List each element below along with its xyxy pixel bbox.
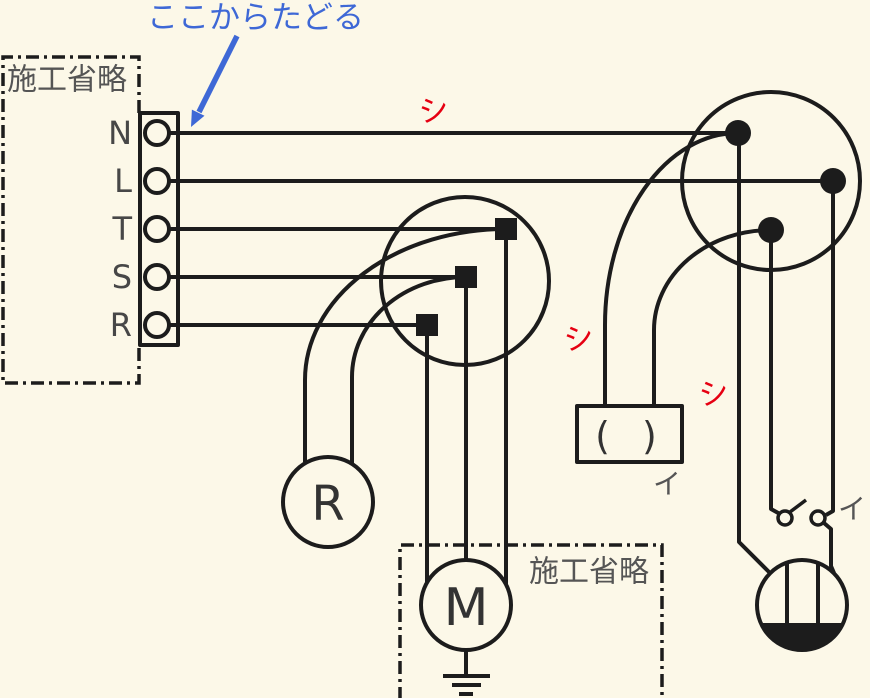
terminal-label-l: L <box>114 162 132 200</box>
white-wire-mark-ceiling-light: シ <box>561 319 597 359</box>
white-wire-mark-receptacle: シ <box>696 374 732 414</box>
ceiling-light-box <box>575 404 684 464</box>
trace-note-text: ここからたどる <box>147 0 364 36</box>
switch-terminal-right <box>809 509 827 527</box>
junction-dot-switched <box>758 217 784 243</box>
wire-switch-live <box>825 188 835 517</box>
indicator-lamp-r-label: R <box>311 476 344 532</box>
construction-omitted-label-left: 施工省略 <box>7 63 127 98</box>
terminal-circle-r <box>143 311 171 339</box>
wire-indicator-lamp-left <box>303 227 507 462</box>
indicator-lamp-r <box>281 455 375 549</box>
motor-m-label: M <box>444 578 489 638</box>
connector-square-t <box>495 218 517 240</box>
ceiling-light-circuit-mark: イ <box>653 468 681 501</box>
wire-receptacle-white <box>737 140 772 575</box>
switch-terminal-left <box>776 509 794 527</box>
wire-indicator-lamp-right <box>350 275 467 463</box>
terminal-label-t: T <box>111 210 132 248</box>
junction-dot-n <box>725 120 751 146</box>
trace-arrow-icon <box>191 34 240 127</box>
switch-circuit-mark: イ <box>838 493 866 526</box>
terminal-circle-s <box>143 263 171 291</box>
lamp-receptacle <box>755 558 849 652</box>
switch-i <box>776 498 827 527</box>
wire-ceiling-light-white <box>603 131 739 406</box>
connector-square-s <box>455 266 477 288</box>
construction-omitted-box-bottom <box>398 543 664 698</box>
connector-square-r <box>416 314 438 336</box>
ground-icon <box>443 650 490 696</box>
terminal-circle-l <box>143 167 171 195</box>
terminal-label-n: N <box>108 114 132 152</box>
ceiling-light-label: ( ) <box>595 414 667 458</box>
construction-omitted-label-bottom: 施工省略 <box>529 555 649 590</box>
terminal-circle-t <box>143 215 171 243</box>
construction-omitted-box-left <box>1 55 141 385</box>
white-wire-mark-power: シ <box>416 91 452 131</box>
switch-lever <box>788 498 808 514</box>
terminal-circle-n <box>143 119 171 147</box>
wire-switch-feed <box>769 236 781 516</box>
terminal-label-s: S <box>112 258 132 296</box>
terminal-label-r: R <box>110 306 132 344</box>
lamp-receptacle-base <box>761 623 843 650</box>
wire-ceiling-light-switched <box>652 228 772 406</box>
junction-dot-l <box>820 168 846 194</box>
